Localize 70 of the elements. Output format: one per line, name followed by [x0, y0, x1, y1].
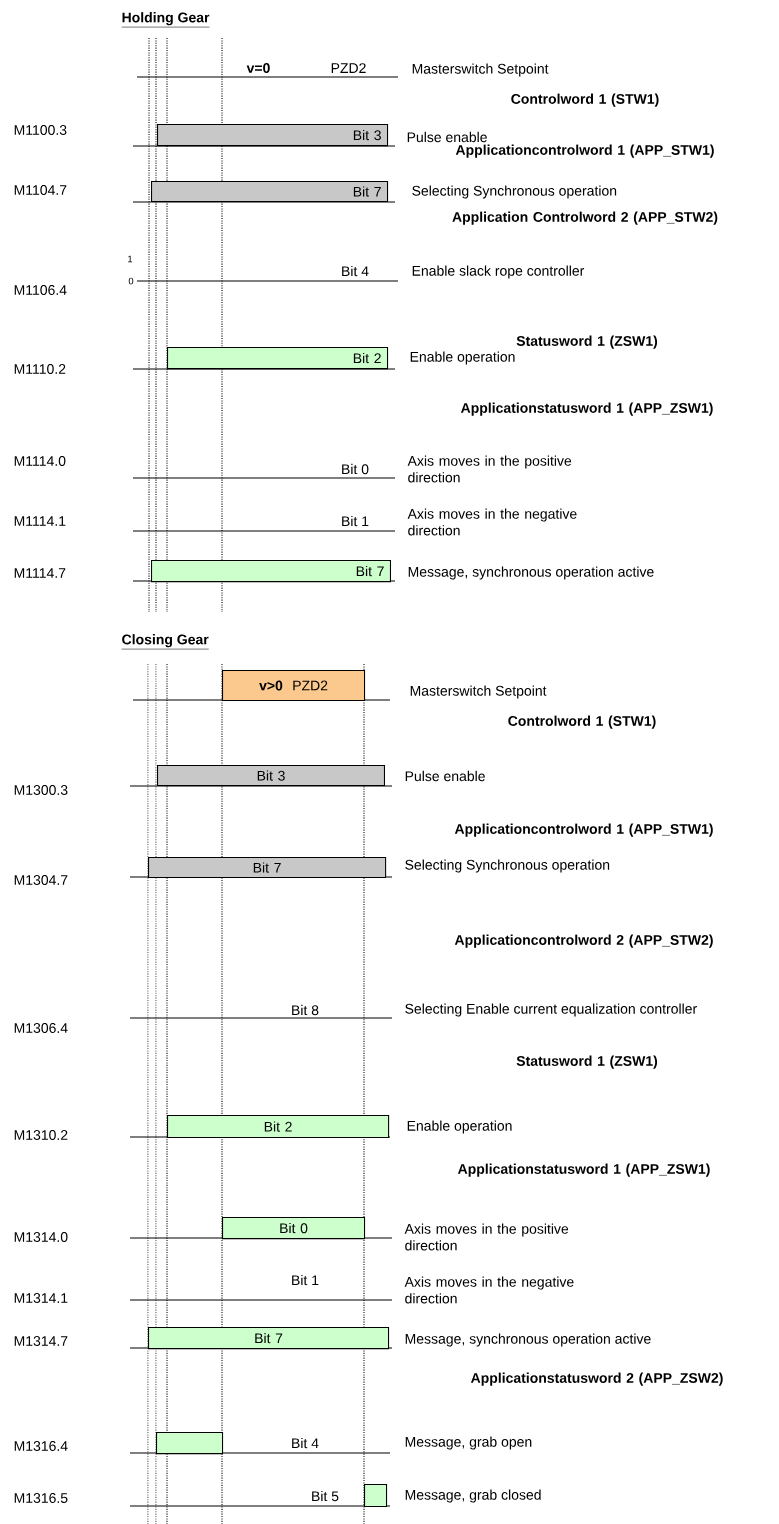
signal-name: M1314.7	[14, 1336, 68, 1346]
signal-description: Enable operation	[407, 1120, 512, 1134]
bit-label: Bit 4	[292, 1437, 319, 1449]
signal-name: M1314.1	[14, 1293, 68, 1303]
pulse-bar	[156, 1432, 224, 1455]
pulse-bar: Bit 2	[167, 1115, 390, 1139]
word-heading: Application Controlword 2 (APP_STW2)	[452, 211, 718, 225]
word-heading: Applicationcontrolword 1 (APP_STW1)	[455, 144, 714, 158]
signal-name: M1304.7	[14, 875, 68, 885]
signal-description: Message, grab open	[405, 1436, 532, 1450]
word-heading: Controlword 1 (STW1)	[508, 715, 656, 729]
pulse-bar: Bit 3	[157, 765, 385, 787]
signal-description: Masterswitch Setpoint	[410, 685, 547, 699]
bit-label: Bit 8	[292, 1004, 319, 1016]
pulse-bar: Bit 7	[151, 560, 391, 583]
pulse-bar: Bit 2	[167, 347, 389, 370]
setpoint-label: v=0	[246, 63, 270, 73]
signal-name: M1314.0	[14, 1232, 68, 1242]
level-tick-label: 0	[128, 277, 134, 285]
bit-label: Bit 1	[292, 1274, 319, 1286]
setpoint-label: PZD2	[331, 63, 366, 73]
signal-name: M1110.2	[14, 364, 66, 374]
signal-description: Masterswitch Setpoint	[412, 63, 549, 77]
signal-description: Selecting Synchronous operation	[405, 859, 610, 873]
signal-name: M1310.2	[14, 1130, 68, 1140]
signal-name: M1114.0	[14, 456, 66, 466]
signal-description: Selecting Synchronous operation	[412, 185, 617, 199]
word-heading: Applicationstatusword 2 (APP_ZSW2)	[470, 1372, 723, 1386]
word-heading: Applicationstatusword 1 (APP_ZSW1)	[460, 402, 713, 416]
pulse-bar: Bit 7	[151, 181, 389, 203]
signal-description: Message, synchronous operation active	[408, 566, 654, 580]
signal-description: Pulse enable	[407, 131, 487, 143]
signal-description: Axis moves in the positive direction	[404, 1223, 569, 1251]
pulse-bar: Bit 7	[148, 857, 387, 879]
pulse-bar: v>0 PZD2	[222, 670, 366, 702]
bit-label: Bit 4	[342, 265, 369, 277]
pulse-bar	[364, 1484, 388, 1508]
word-heading: Statusword 1 (ZSW1)	[516, 1055, 658, 1069]
section-title: Holding Gear	[121, 12, 210, 28]
signal-name: M1100.3	[14, 125, 67, 135]
signal-description: Axis moves in the positive direction	[407, 455, 572, 483]
bit-label: Bit 0	[342, 463, 369, 475]
bit-label: Bit 5	[312, 1490, 339, 1502]
signal-description: Message, synchronous operation active	[405, 1333, 651, 1347]
signal-description: Selecting Enable current equalization controller	[405, 1003, 697, 1017]
signal-name: M1300.3	[14, 785, 68, 795]
signal-name: M1104.7	[14, 185, 67, 195]
signal-name: M1114.1	[14, 516, 66, 526]
signal-name: M1316.4	[14, 1441, 68, 1451]
bit-label: Bit 1	[342, 515, 369, 527]
signal-name: M1114.7	[14, 568, 66, 578]
word-heading: Applicationstatusword 1 (APP_ZSW1)	[457, 1163, 710, 1177]
pulse-bar: Bit 0	[222, 1217, 366, 1240]
word-heading: Applicationcontrolword 1 (APP_STW1)	[454, 823, 713, 837]
signal-description: Message, grab closed	[405, 1489, 541, 1503]
pulse-bar: Bit 3	[157, 124, 389, 147]
signal-description: Enable slack rope controller	[412, 265, 585, 279]
level-tick-label: 1	[128, 255, 133, 263]
signal-name: M1306.4	[14, 1023, 68, 1033]
word-heading: Applicationcontrolword 2 (APP_STW2)	[454, 934, 713, 948]
word-heading: Controlword 1 (STW1)	[511, 93, 659, 107]
signal-description: Axis moves in the negative direction	[404, 1276, 574, 1304]
signal-description: Enable operation	[410, 351, 515, 365]
signal-description: Axis moves in the negative direction	[407, 508, 577, 536]
pulse-bar: Bit 7	[148, 1327, 390, 1350]
signal-name: M1106.4	[14, 285, 67, 295]
section-title: Closing Gear	[121, 634, 209, 650]
signal-name: M1316.5	[14, 1493, 68, 1503]
signal-description: Pulse enable	[405, 770, 485, 782]
word-heading: Statusword 1 (ZSW1)	[516, 335, 658, 349]
